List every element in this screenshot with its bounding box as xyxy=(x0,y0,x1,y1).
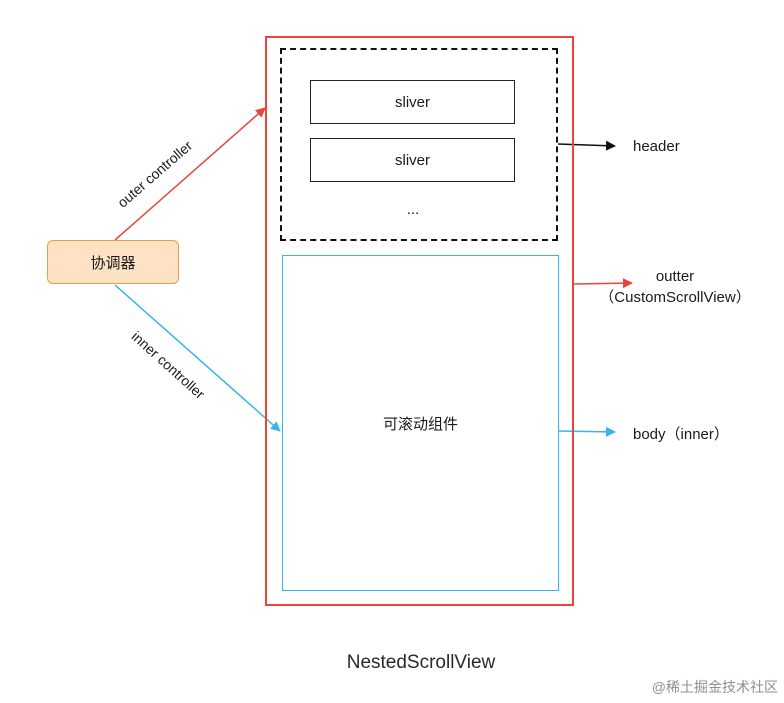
outter-annotation: outter （CustomScrollView） xyxy=(590,266,760,308)
scrollable-component-box: 可滚动组件 xyxy=(282,255,559,591)
watermark: @稀土掘金技术社区 xyxy=(651,679,778,695)
sliver-box-1: sliver xyxy=(310,80,515,124)
nested-scroll-view-frame xyxy=(265,36,574,606)
header-annotation: header xyxy=(633,138,680,155)
sliver-label: sliver xyxy=(394,93,430,111)
outer-controller-arrow xyxy=(114,107,266,241)
sliver-ellipsis: ... xyxy=(406,201,420,218)
body-annotation: body（inner） xyxy=(633,426,729,443)
coordinator-label: 协调器 xyxy=(90,254,136,272)
coordinator-box: 协调器 xyxy=(47,240,179,284)
diagram-caption: NestedScrollView xyxy=(346,652,496,673)
outer-controller-label: outer controller xyxy=(114,137,196,211)
header-sliver-group xyxy=(280,48,558,241)
inner-controller-label: inner controller xyxy=(128,328,209,402)
scrollable-component-label: 可滚动组件 xyxy=(382,415,458,433)
outter-annotation-line1: outter xyxy=(655,268,695,285)
inner-controller-arrow xyxy=(114,284,281,432)
outter-annotation-line2: （CustomScrollView） xyxy=(599,289,751,306)
sliver-box-2: sliver xyxy=(310,138,515,182)
sliver-label: sliver xyxy=(394,151,430,169)
